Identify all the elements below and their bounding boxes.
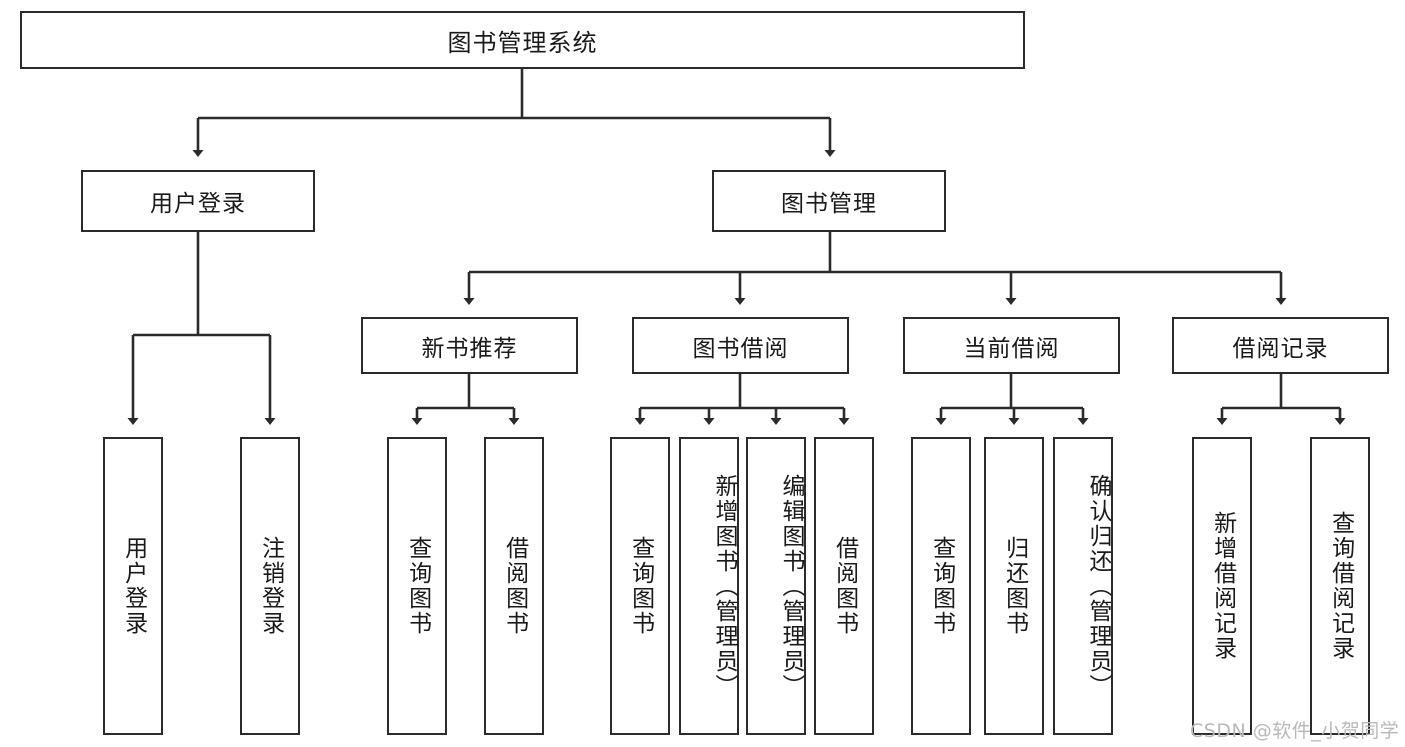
leaf-add-borrow-record-label: 新增借阅记录 — [1209, 511, 1236, 661]
leaf-add-book-admin-label: 新增图书（管理员） — [711, 473, 737, 699]
node-book-management-label: 图书管理 — [781, 191, 877, 217]
leaf-return-book[interactable]: 归还图书 — [984, 437, 1044, 735]
node-borrow-record[interactable]: 借阅记录 — [1172, 317, 1389, 374]
leaf-user-login-label: 用户登录 — [120, 536, 147, 636]
node-borrow-record-label: 借阅记录 — [1232, 335, 1329, 362]
leaf-confirm-return-admin[interactable]: 确认归还（管理员） — [1053, 437, 1113, 735]
node-new-book-recommend-label: 新书推荐 — [421, 335, 518, 362]
leaf-edit-book-admin[interactable]: 编辑图书（管理员） — [746, 437, 806, 735]
leaf-borrow-book-recommend[interactable]: 借阅图书 — [484, 437, 544, 735]
leaf-query-book[interactable]: 查询图书 — [610, 437, 670, 735]
leaf-borrow-book[interactable]: 借阅图书 — [814, 437, 874, 735]
node-book-management[interactable]: 图书管理 — [712, 170, 946, 232]
leaf-query-book-recommend[interactable]: 查询图书 — [387, 437, 447, 735]
node-book-borrow-label: 图书借阅 — [692, 335, 789, 362]
leaf-query-book-current-label: 查询图书 — [928, 536, 955, 636]
node-new-book-recommend[interactable]: 新书推荐 — [361, 317, 578, 374]
leaf-query-book-current[interactable]: 查询图书 — [911, 437, 971, 735]
node-title-label: 图书管理系统 — [447, 28, 598, 57]
leaf-edit-book-admin-label: 编辑图书（管理员） — [778, 473, 804, 699]
node-current-borrow-label: 当前借阅 — [963, 335, 1060, 362]
leaf-borrow-book-recommend-label: 借阅图书 — [501, 536, 528, 636]
leaf-user-login[interactable]: 用户登录 — [103, 437, 163, 735]
node-user-login[interactable]: 用户登录 — [81, 170, 315, 232]
node-current-borrow[interactable]: 当前借阅 — [903, 317, 1120, 374]
leaf-logout[interactable]: 注销登录 — [240, 437, 300, 735]
leaf-logout-label: 注销登录 — [257, 536, 284, 636]
node-title[interactable]: 图书管理系统 — [20, 11, 1025, 69]
leaf-add-borrow-record[interactable]: 新增借阅记录 — [1192, 437, 1252, 735]
leaf-query-borrow-record-label: 查询借阅记录 — [1327, 511, 1354, 661]
node-user-login-label: 用户登录 — [150, 191, 246, 217]
csdn-watermark: CSDN @软件_小贺同学 — [1190, 720, 1400, 742]
leaf-query-book-recommend-label: 查询图书 — [404, 536, 431, 636]
leaf-return-book-label: 归还图书 — [1001, 536, 1028, 636]
leaf-borrow-book-label: 借阅图书 — [831, 536, 858, 636]
leaf-query-borrow-record[interactable]: 查询借阅记录 — [1310, 437, 1370, 735]
leaf-confirm-return-admin-label: 确认归还（管理员） — [1085, 473, 1111, 699]
node-book-borrow[interactable]: 图书借阅 — [632, 317, 849, 374]
leaf-add-book-admin[interactable]: 新增图书（管理员） — [679, 437, 739, 735]
leaf-query-book-label: 查询图书 — [627, 536, 654, 636]
